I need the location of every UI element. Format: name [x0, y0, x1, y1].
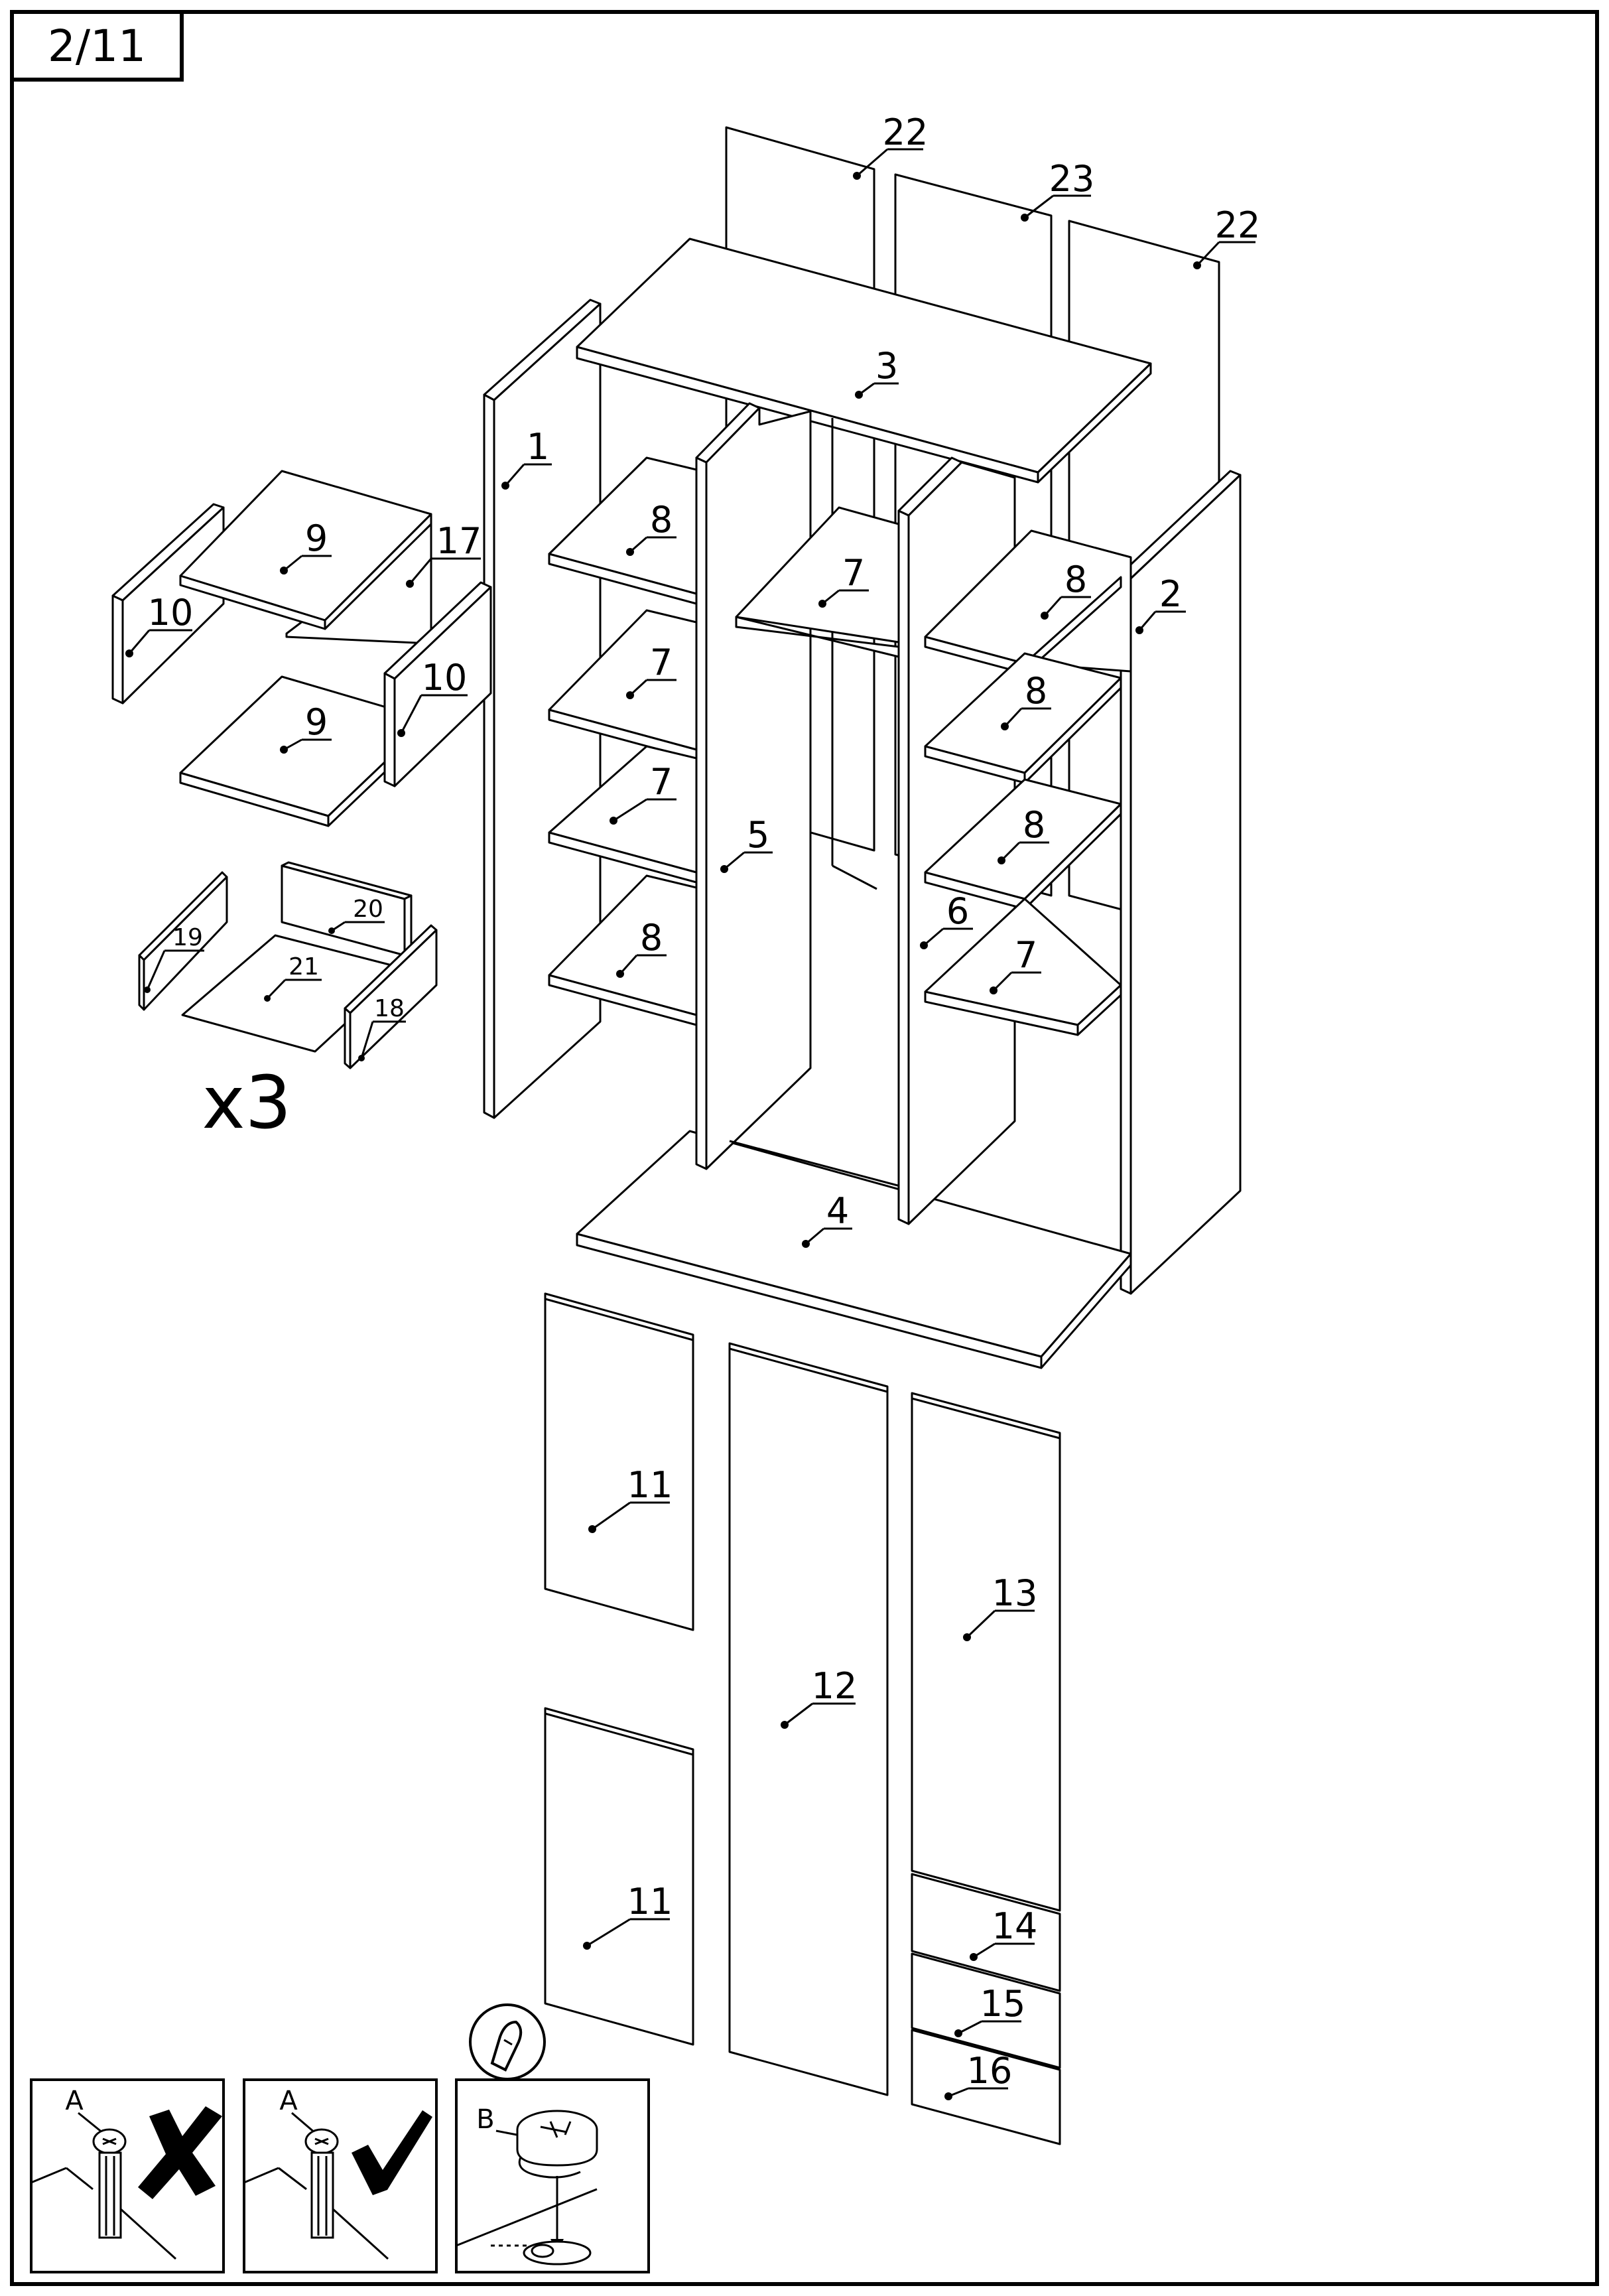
cam-bolt-icon [92, 2128, 127, 2239]
part-label-16: 16 [967, 2050, 1013, 2092]
drawer-box-parts [138, 861, 438, 1069]
part-label-10: 10 [422, 657, 468, 699]
drawer-quantity: x3 [202, 1060, 291, 1145]
cam-bolt-icon [304, 2128, 339, 2239]
inset-cam-lock: B [455, 2003, 650, 2273]
center-shelf-7 [735, 506, 900, 658]
part-label-11: 11 [627, 1464, 673, 1506]
part-label-9: 9 [305, 517, 328, 559]
interior-lines [729, 418, 906, 1189]
part-label-15: 15 [980, 1983, 1026, 2025]
part-label-23: 23 [1049, 158, 1095, 200]
part-label-21: 21 [289, 953, 319, 980]
part-label-7: 7 [650, 761, 673, 803]
inset-wrong: A [30, 2078, 225, 2273]
part-label-5: 5 [747, 814, 769, 856]
part-label-8: 8 [1064, 559, 1087, 600]
hardware-label-b: B [476, 2104, 494, 2135]
page-number-box: 2/11 [10, 10, 184, 82]
bottom-panel-4 [576, 1130, 1132, 1369]
side-panel-1 [483, 299, 602, 1119]
leader-lines [125, 148, 1255, 2100]
part-label-8: 8 [650, 499, 673, 541]
hardware-label-a: A [65, 2086, 84, 2116]
part-label-20: 20 [353, 896, 383, 923]
part-label-22: 22 [1215, 204, 1261, 246]
hardware-label-a: A [279, 2086, 298, 2116]
part-label-18: 18 [374, 995, 405, 1022]
screwdriver-icon [490, 2020, 523, 2072]
part-label-7: 7 [650, 642, 673, 683]
part-label-22: 22 [883, 111, 929, 153]
part-label-6: 6 [946, 890, 969, 932]
part-label-4: 4 [826, 1190, 849, 1232]
drawer-unit-parts [111, 470, 492, 827]
part-label-10: 10 [148, 592, 194, 634]
cross-icon [138, 2106, 222, 2199]
part-label-7: 7 [1015, 934, 1037, 976]
part-label-8: 8 [1025, 670, 1047, 712]
part-label-2: 2 [1159, 573, 1182, 615]
part-label-1: 1 [527, 426, 549, 468]
page-border [10, 10, 1599, 2286]
right-shelves [924, 529, 1132, 1036]
page-number: 2/11 [48, 21, 146, 72]
left-shelves [548, 456, 698, 1026]
inset-right: A [243, 2078, 438, 2273]
door-fronts [544, 1292, 1061, 2145]
part-label-14: 14 [992, 1905, 1038, 1947]
part-label-13: 13 [992, 1572, 1038, 1614]
check-icon [352, 2110, 432, 2195]
part-label-3: 3 [875, 345, 898, 387]
part-label-17: 17 [436, 520, 482, 562]
part-label-11: 11 [627, 1881, 673, 1923]
part-label-8: 8 [640, 917, 663, 959]
divider-panel-5 [695, 402, 812, 1170]
part-label-9: 9 [305, 701, 328, 743]
side-panel-2 [1120, 470, 1242, 1295]
part-label-8: 8 [1023, 804, 1045, 846]
part-labels: 22 23 22 3 1 2 8 7 7 8 7 5 6 8 8 8 7 4 9… [148, 111, 1261, 2092]
cam-lock-icon [516, 2110, 598, 2179]
part-label-19: 19 [172, 924, 203, 951]
part-label-12: 12 [812, 1665, 858, 1707]
part-label-7: 7 [842, 552, 865, 594]
